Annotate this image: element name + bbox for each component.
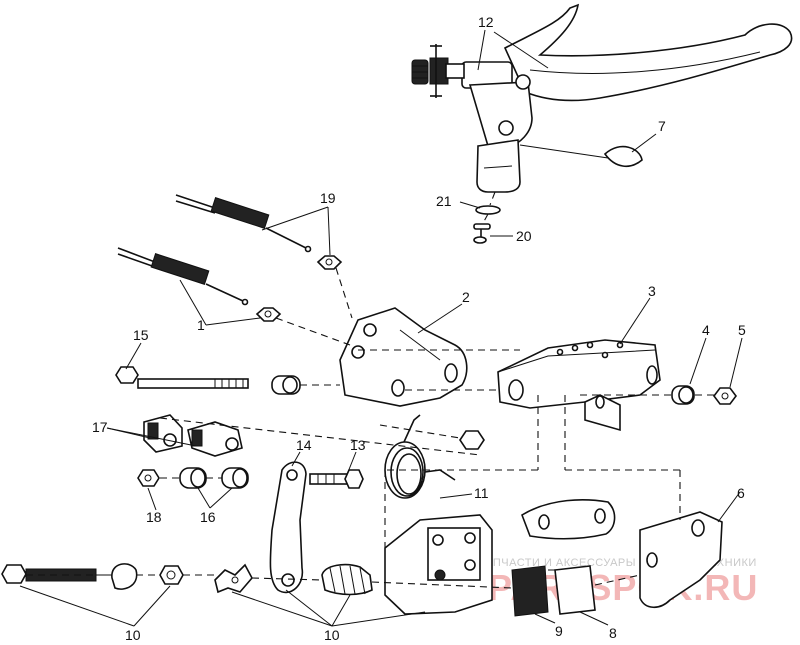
leader-lines	[19, 29, 743, 627]
crescent-cover	[603, 145, 643, 167]
callout-17: 17	[92, 419, 108, 435]
callout-6: 6	[737, 485, 745, 501]
callout-16: 16	[200, 509, 216, 525]
callout-1: 1	[197, 317, 205, 333]
callout-19: 19	[320, 190, 336, 206]
throttle-cable-upper	[175, 194, 343, 270]
callout-8: 8	[609, 625, 617, 641]
callout-11: 11	[474, 485, 489, 501]
bushing-and-nut	[671, 385, 737, 405]
callout-15: 15	[133, 327, 149, 343]
mounting-bracket	[497, 339, 661, 432]
brake-caliper	[384, 514, 493, 615]
brake-lever-assembly	[411, 3, 793, 193]
callout-labels: 12 7 21 20 19 1 2 3 4 5 15 17 14 13 11 6…	[92, 14, 746, 643]
callout-7: 7	[658, 118, 666, 134]
callout-9: 9	[555, 623, 563, 639]
brake-pin-and-screw	[473, 191, 501, 244]
callout-20: 20	[516, 228, 532, 244]
callout-13: 13	[350, 437, 366, 453]
callout-4: 4	[702, 322, 710, 338]
pivot-bolt	[115, 366, 301, 395]
callout-14: 14	[296, 437, 312, 453]
nut-and-bushings	[137, 467, 249, 489]
callout-3: 3	[648, 283, 656, 299]
spring-nut	[459, 430, 485, 450]
disc-holes	[538, 508, 606, 530]
caliper-bolt-set	[1, 563, 253, 594]
assembly-lines	[26, 267, 714, 589]
linkage-arm	[269, 461, 307, 594]
callout-10-center: 10	[324, 627, 340, 643]
linkage-bolt	[309, 469, 364, 489]
throttle-cable-lower	[117, 247, 282, 322]
caliper-outer-plate	[639, 511, 723, 609]
callout-5: 5	[738, 322, 746, 338]
cable-clamps	[143, 414, 243, 457]
brake-pads	[511, 565, 596, 617]
callout-21: 21	[436, 193, 452, 209]
cable-bracket	[339, 307, 468, 407]
callout-18: 18	[146, 509, 162, 525]
caliper-piston	[321, 563, 373, 596]
callout-12: 12	[478, 14, 494, 30]
callout-2: 2	[462, 289, 470, 305]
callout-10-left: 10	[125, 627, 141, 643]
